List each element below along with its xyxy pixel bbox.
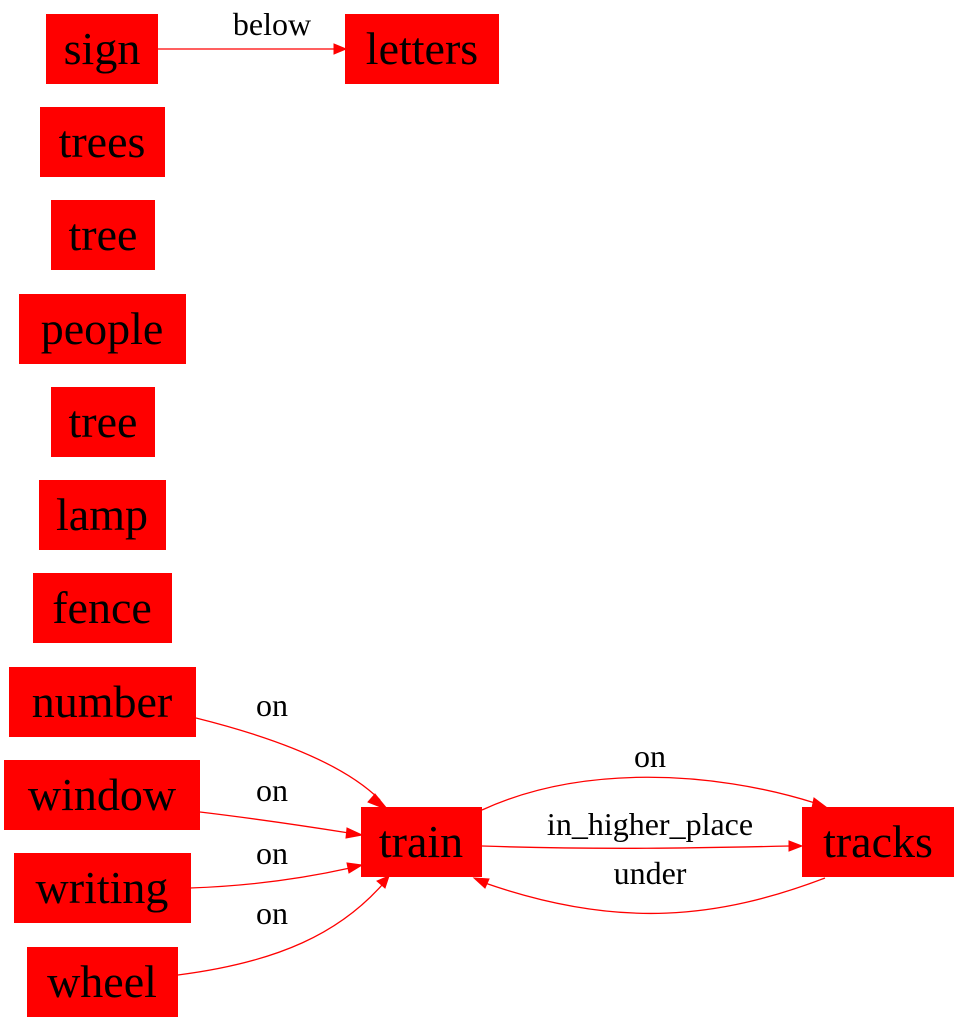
node-trees: trees [40, 107, 165, 177]
svg-text:people: people [41, 303, 164, 354]
node-lamp: lamp [39, 480, 166, 550]
node-letters: letters [345, 14, 499, 84]
edge-label-on-tracks: on [634, 738, 666, 774]
node-writing: writing [14, 853, 191, 923]
edge-number-train [195, 717, 390, 812]
node-tracks: tracks [802, 807, 954, 877]
node-sign: sign [46, 14, 158, 84]
svg-text:tracks: tracks [823, 816, 933, 867]
edge-label-on-writing: on [256, 835, 288, 871]
edge-tracks-train-under [472, 877, 826, 915]
node-number: number [9, 667, 196, 737]
node-tree-2: tree [51, 387, 155, 457]
edge-sign-letters [158, 43, 348, 55]
edge-window-train [199, 811, 364, 839]
node-tree-1: tree [51, 200, 155, 270]
edge-label-under: under [614, 855, 687, 891]
svg-text:trees: trees [59, 116, 146, 167]
svg-text:train: train [379, 816, 463, 867]
edge-label-on-wheel: on [256, 895, 288, 931]
svg-text:tree: tree [69, 209, 138, 260]
svg-text:writing: writing [36, 862, 169, 913]
edge-label-on-window: on [256, 772, 288, 808]
edge-wheel-train [177, 875, 390, 976]
edge-writing-train [189, 862, 364, 889]
svg-text:tree: tree [69, 396, 138, 447]
edge-label-below: below [233, 6, 311, 42]
node-fence: fence [33, 573, 172, 643]
svg-text:wheel: wheel [47, 956, 157, 1007]
svg-text:number: number [32, 676, 173, 727]
node-window: window [4, 760, 200, 830]
svg-text:window: window [28, 769, 177, 820]
edge-label-on-number: on [256, 687, 288, 723]
svg-text:sign: sign [64, 23, 141, 74]
svg-text:fence: fence [52, 582, 152, 633]
edge-train-tracks-higher [481, 840, 804, 852]
edge-label-in-higher-place: in_higher_place [547, 806, 753, 842]
node-wheel: wheel [27, 947, 178, 1017]
node-train: train [361, 807, 482, 877]
node-people: people [19, 294, 186, 364]
svg-text:letters: letters [366, 23, 478, 74]
svg-text:lamp: lamp [56, 489, 148, 540]
